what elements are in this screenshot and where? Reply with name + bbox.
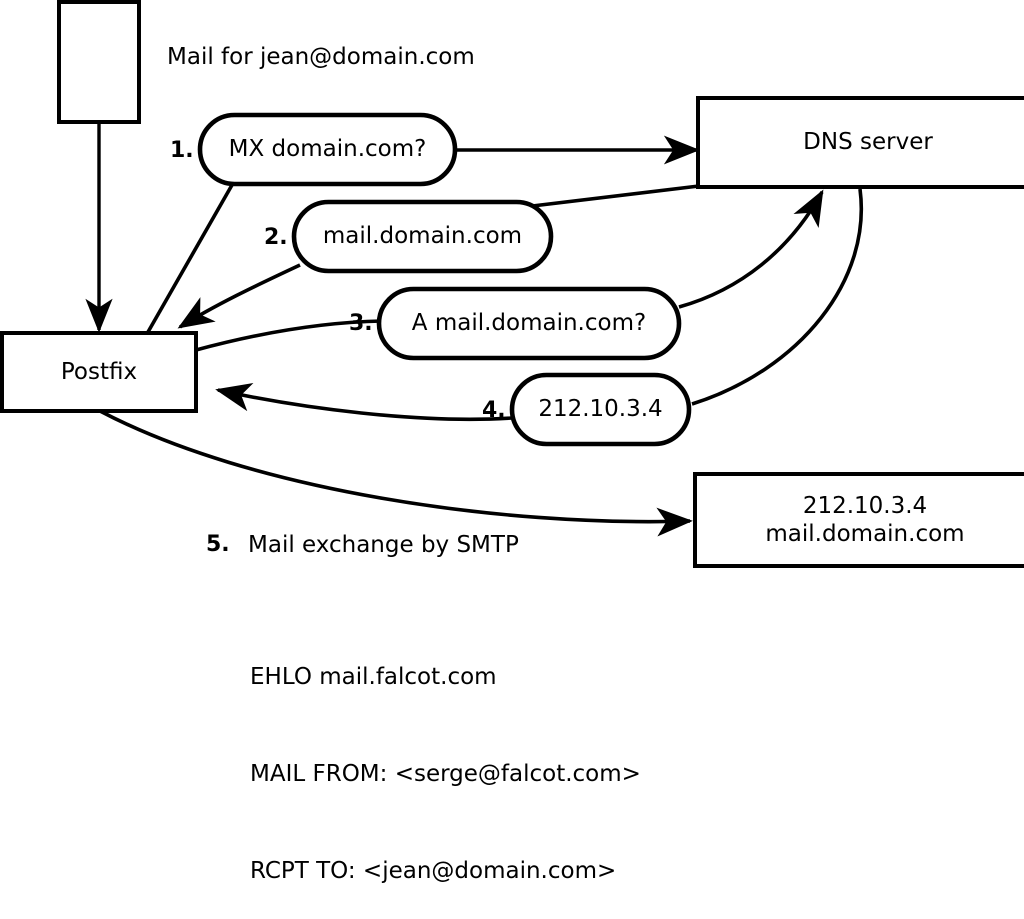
connector-dns-to-step2-bubble [523, 184, 700, 209]
arrow-postfix-to-target-server [99, 409, 693, 537]
step-number-5: 5. [206, 532, 230, 557]
dns-server-box [696, 96, 1024, 189]
step-number-4: 4. [482, 398, 506, 423]
smtp-transcript: EHLO mail.falcot.com MAIL FROM: <serge@f… [250, 597, 641, 919]
connector-postfix-to-step1-bubble [146, 184, 234, 333]
target-mail-server-box [693, 472, 1024, 568]
page-title: Mail for jean@domain.com [167, 44, 475, 70]
step5-label: Mail exchange by SMTP [248, 532, 519, 558]
step2-bubble [291, 199, 554, 274]
arrow-step2-bubble-to-postfix [177, 263, 301, 329]
step-number-2: 2. [264, 225, 288, 250]
arrow-step4-bubble-to-postfix [215, 383, 513, 422]
connector-dns-to-step4-bubble [691, 188, 864, 406]
smtp-transcript-line: RCPT TO: <jean@domain.com> [250, 857, 617, 884]
arrow-step3-bubble-to-dns [678, 189, 824, 309]
step-number-1: 1. [170, 138, 194, 163]
smtp-transcript-line: MAIL FROM: <serge@falcot.com> [250, 761, 641, 788]
step3-bubble [376, 286, 682, 361]
step1-bubble [197, 112, 458, 187]
step4-bubble [509, 372, 692, 447]
sender-box [57, 0, 141, 124]
smtp-transcript-line: EHLO mail.falcot.com [250, 664, 497, 691]
step-number-3: 3. [349, 311, 373, 336]
connector-postfix-to-step3-bubble [195, 319, 383, 352]
postfix-box [0, 331, 198, 413]
